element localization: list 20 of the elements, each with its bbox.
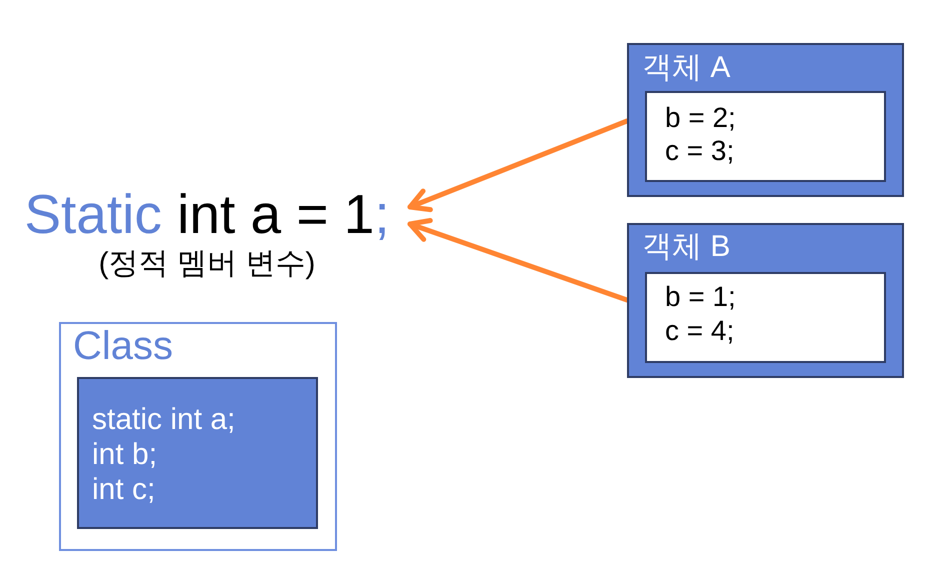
field-box — [645, 91, 886, 182]
code-line: b = 1; — [665, 280, 736, 314]
code-line: c = 3; — [665, 134, 734, 167]
object-box — [627, 43, 904, 197]
class-box — [59, 322, 337, 551]
object-title: 객체 B — [642, 230, 730, 264]
code-line: c = 4; — [665, 314, 734, 348]
code-statement: Static int a = 1; — [24, 184, 390, 244]
code-line: int c; — [92, 472, 156, 507]
object-title: 객체 A — [642, 51, 730, 85]
code-line: int b; — [92, 437, 158, 472]
arrow — [408, 218, 630, 302]
member-box — [77, 377, 318, 529]
class-title: Class — [73, 326, 174, 366]
object-box — [627, 223, 904, 378]
code-line: static int a; — [92, 402, 236, 437]
arrow — [408, 118, 630, 212]
field-box — [645, 272, 886, 363]
code-line: b = 2; — [665, 101, 736, 134]
caption-text: (정적 멤버 변수) — [98, 246, 316, 282]
